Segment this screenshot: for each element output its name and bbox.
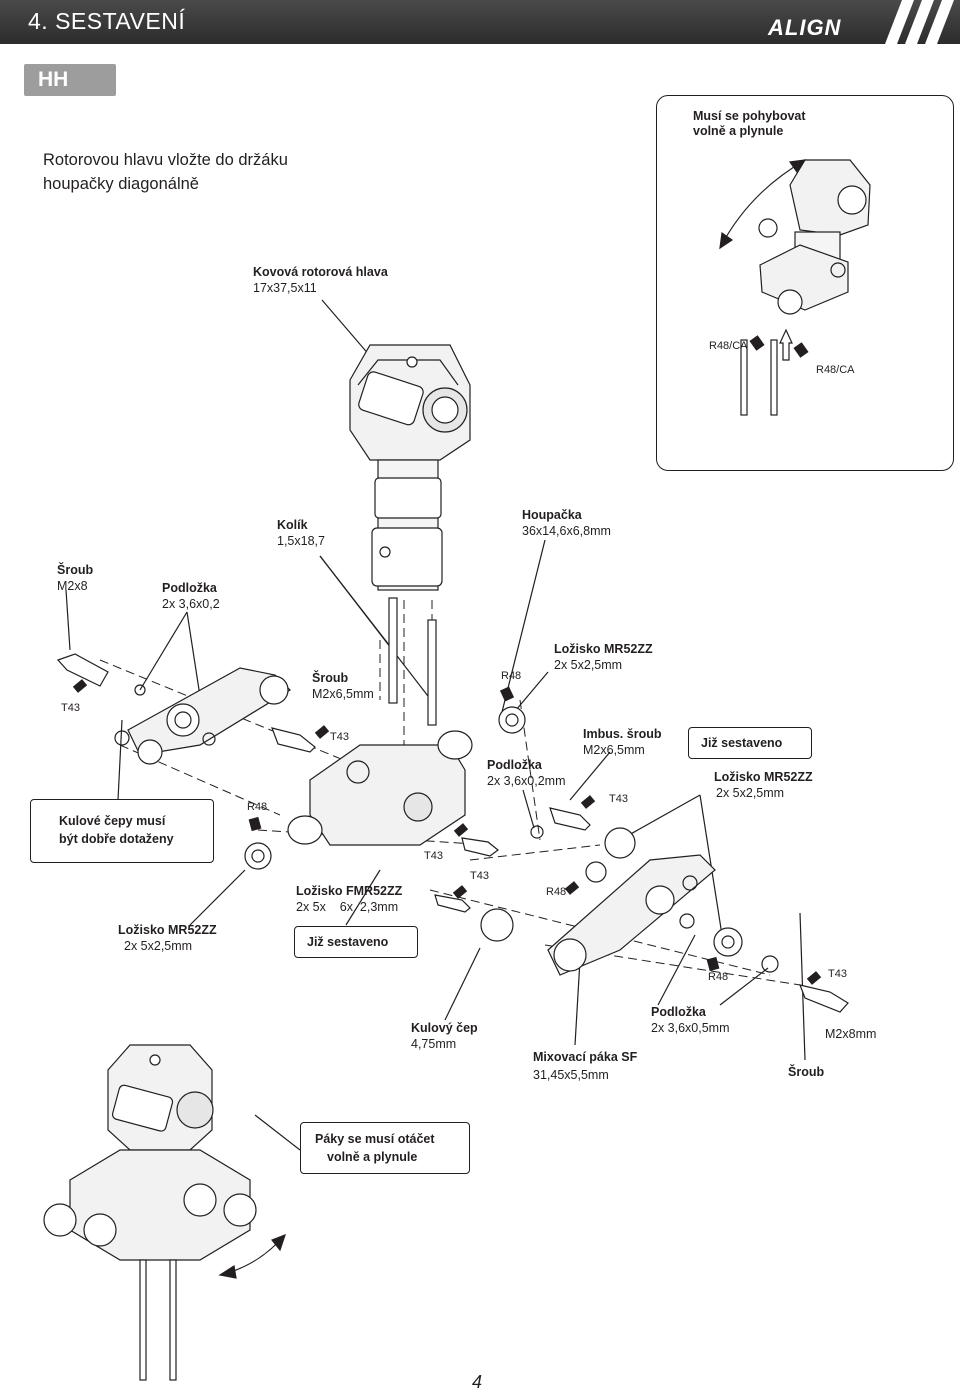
code-t43-f: T43: [828, 968, 847, 980]
inset-panel: [656, 95, 954, 471]
code-inset-right: R48/CA: [816, 364, 855, 376]
label-screw-bottom-spec: M2x8mm: [825, 1027, 877, 1041]
section-title: 4. SESTAVENÍ: [28, 8, 186, 34]
code-t43-c: T43: [609, 793, 628, 805]
code-inset-left: R48/CA: [709, 340, 748, 352]
instruction-text: Rotorovou hlavu vložte do držáku houpačk…: [43, 148, 288, 196]
code-t43-d: T43: [424, 850, 443, 862]
code-t43-e: T43: [470, 870, 489, 882]
instruction-line-1: Rotorovou hlavu vložte do držáku: [43, 151, 288, 169]
inset-note-line-1: Musí se pohybovat: [693, 109, 806, 123]
code-t43-b: T43: [330, 731, 349, 743]
code-r48-a: R48: [501, 670, 522, 682]
hh-badge: HH: [24, 64, 116, 96]
page-number: 4: [472, 1372, 483, 1392]
code-r48-c: R48: [546, 886, 567, 898]
brand-logo: ALIGN: [768, 15, 842, 40]
header-bar: 4. SESTAVENÍ ALIGN: [0, 0, 960, 44]
code-r48-b: R48: [247, 801, 268, 813]
header-stripes: [885, 0, 954, 44]
code-r48-d: R48: [708, 971, 729, 983]
label-screw-bottom-name: Šroub: [788, 1065, 825, 1079]
preassembled-box-bottom: Již sestaveno: [294, 926, 418, 958]
code-t43-a: T43: [61, 702, 80, 714]
preassembled-box-right: Již sestaveno: [688, 727, 812, 759]
instruction-line-2: houpačky diagonálně: [43, 175, 199, 193]
inset-note-line-2: volně a plynule: [693, 124, 784, 138]
